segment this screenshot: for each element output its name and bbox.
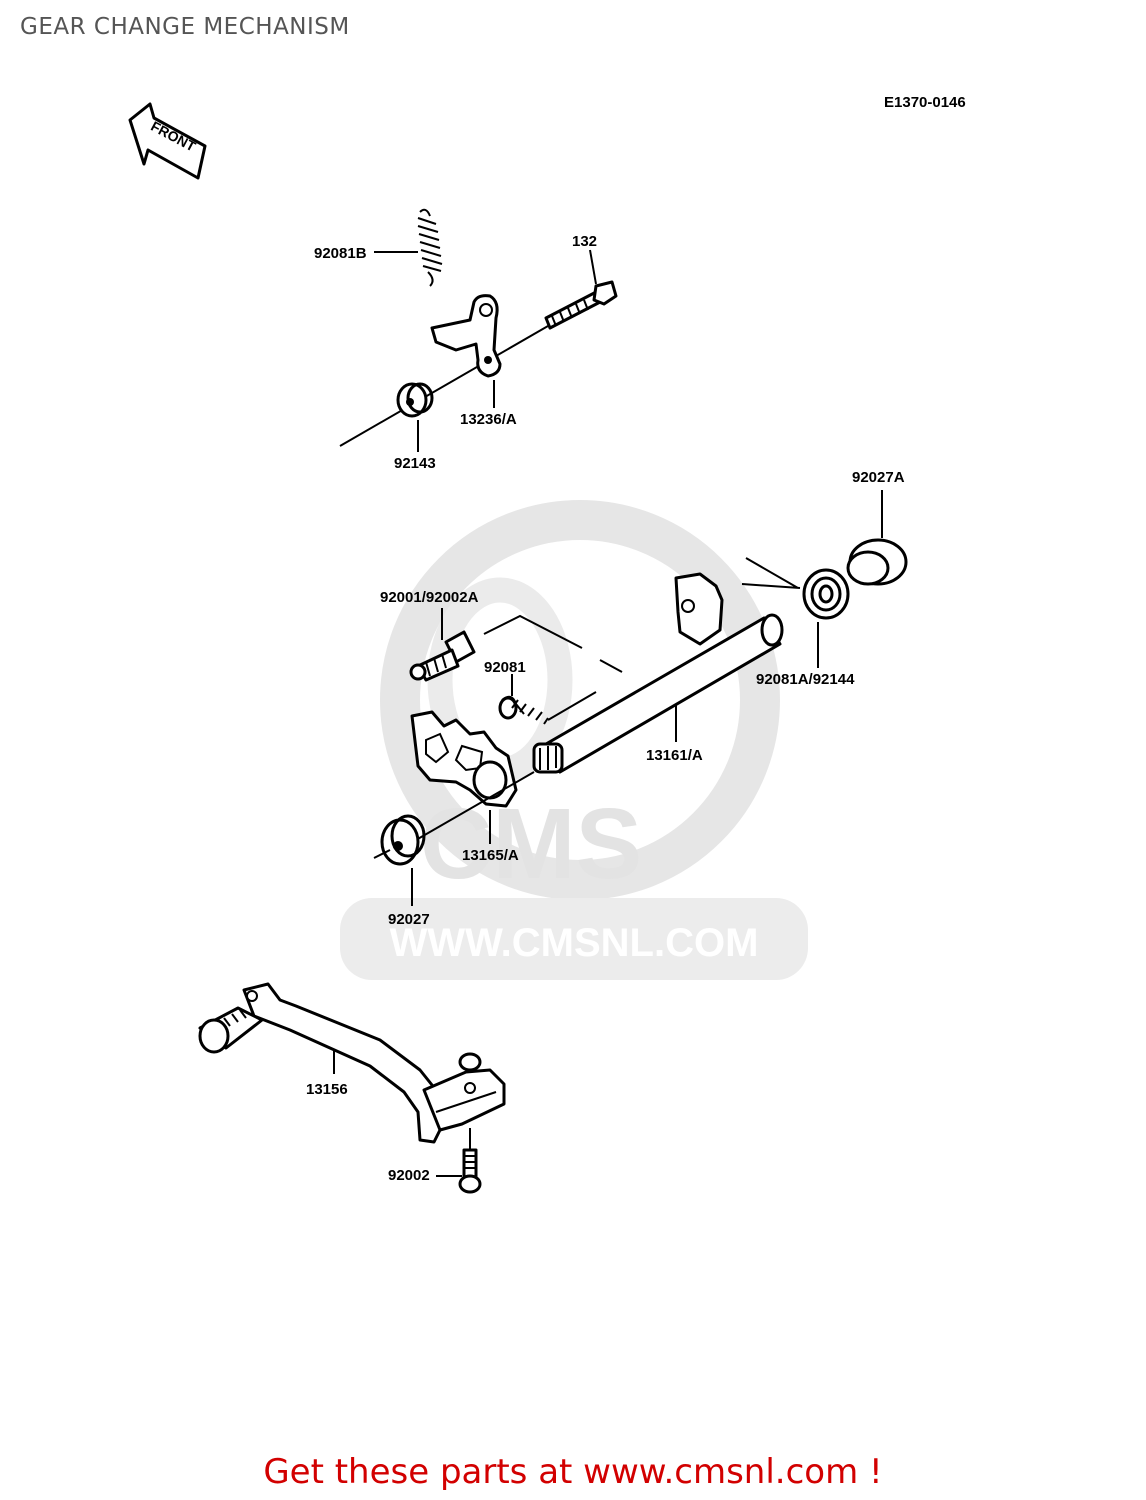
label-92002: 92002 — [388, 1167, 430, 1184]
label-13165A: 13165/A — [462, 847, 519, 864]
plate-13165A — [410, 710, 518, 808]
label-132: 132 — [572, 233, 597, 250]
page-title: GEAR CHANGE MECHANISM — [20, 14, 350, 40]
collar-92143 — [396, 382, 434, 418]
footer-link-text[interactable]: Get these parts at www.cmsnl.com ! — [263, 1452, 883, 1492]
label-92027: 92027 — [388, 911, 430, 928]
bolt-92001-92002A — [409, 630, 476, 682]
collar-92027 — [380, 814, 426, 866]
label-92081B: 92081B — [314, 245, 367, 262]
label-92027A: 92027A — [852, 469, 905, 486]
label-13161A: 13161/A — [646, 747, 703, 764]
front-arrow-icon: FRONT — [128, 102, 207, 180]
label-92143: 92143 — [394, 455, 436, 472]
spring-92081B — [417, 208, 443, 287]
label-92081A-92144: 92081A/92144 — [756, 671, 855, 688]
pedal-13156 — [198, 982, 506, 1144]
label-92081: 92081 — [484, 659, 526, 676]
watermark-url: WWW.CMSNL.COM — [390, 921, 759, 965]
bolt-132 — [544, 280, 618, 330]
shaft-13161A — [532, 572, 784, 774]
bolt-92002 — [458, 1148, 482, 1194]
bracket-13236A — [430, 294, 502, 378]
label-13156: 13156 — [306, 1081, 348, 1098]
label-92001-92002A: 92001/92002A — [380, 589, 479, 606]
label-13236A: 13236/A — [460, 411, 517, 428]
spring-92081A-92144 — [741, 557, 850, 620]
collar-92027A — [846, 538, 908, 586]
spring-92081 — [498, 695, 549, 725]
diagram-code: E1370-0146 — [884, 94, 966, 111]
watermark-brand: CMS — [420, 788, 642, 900]
